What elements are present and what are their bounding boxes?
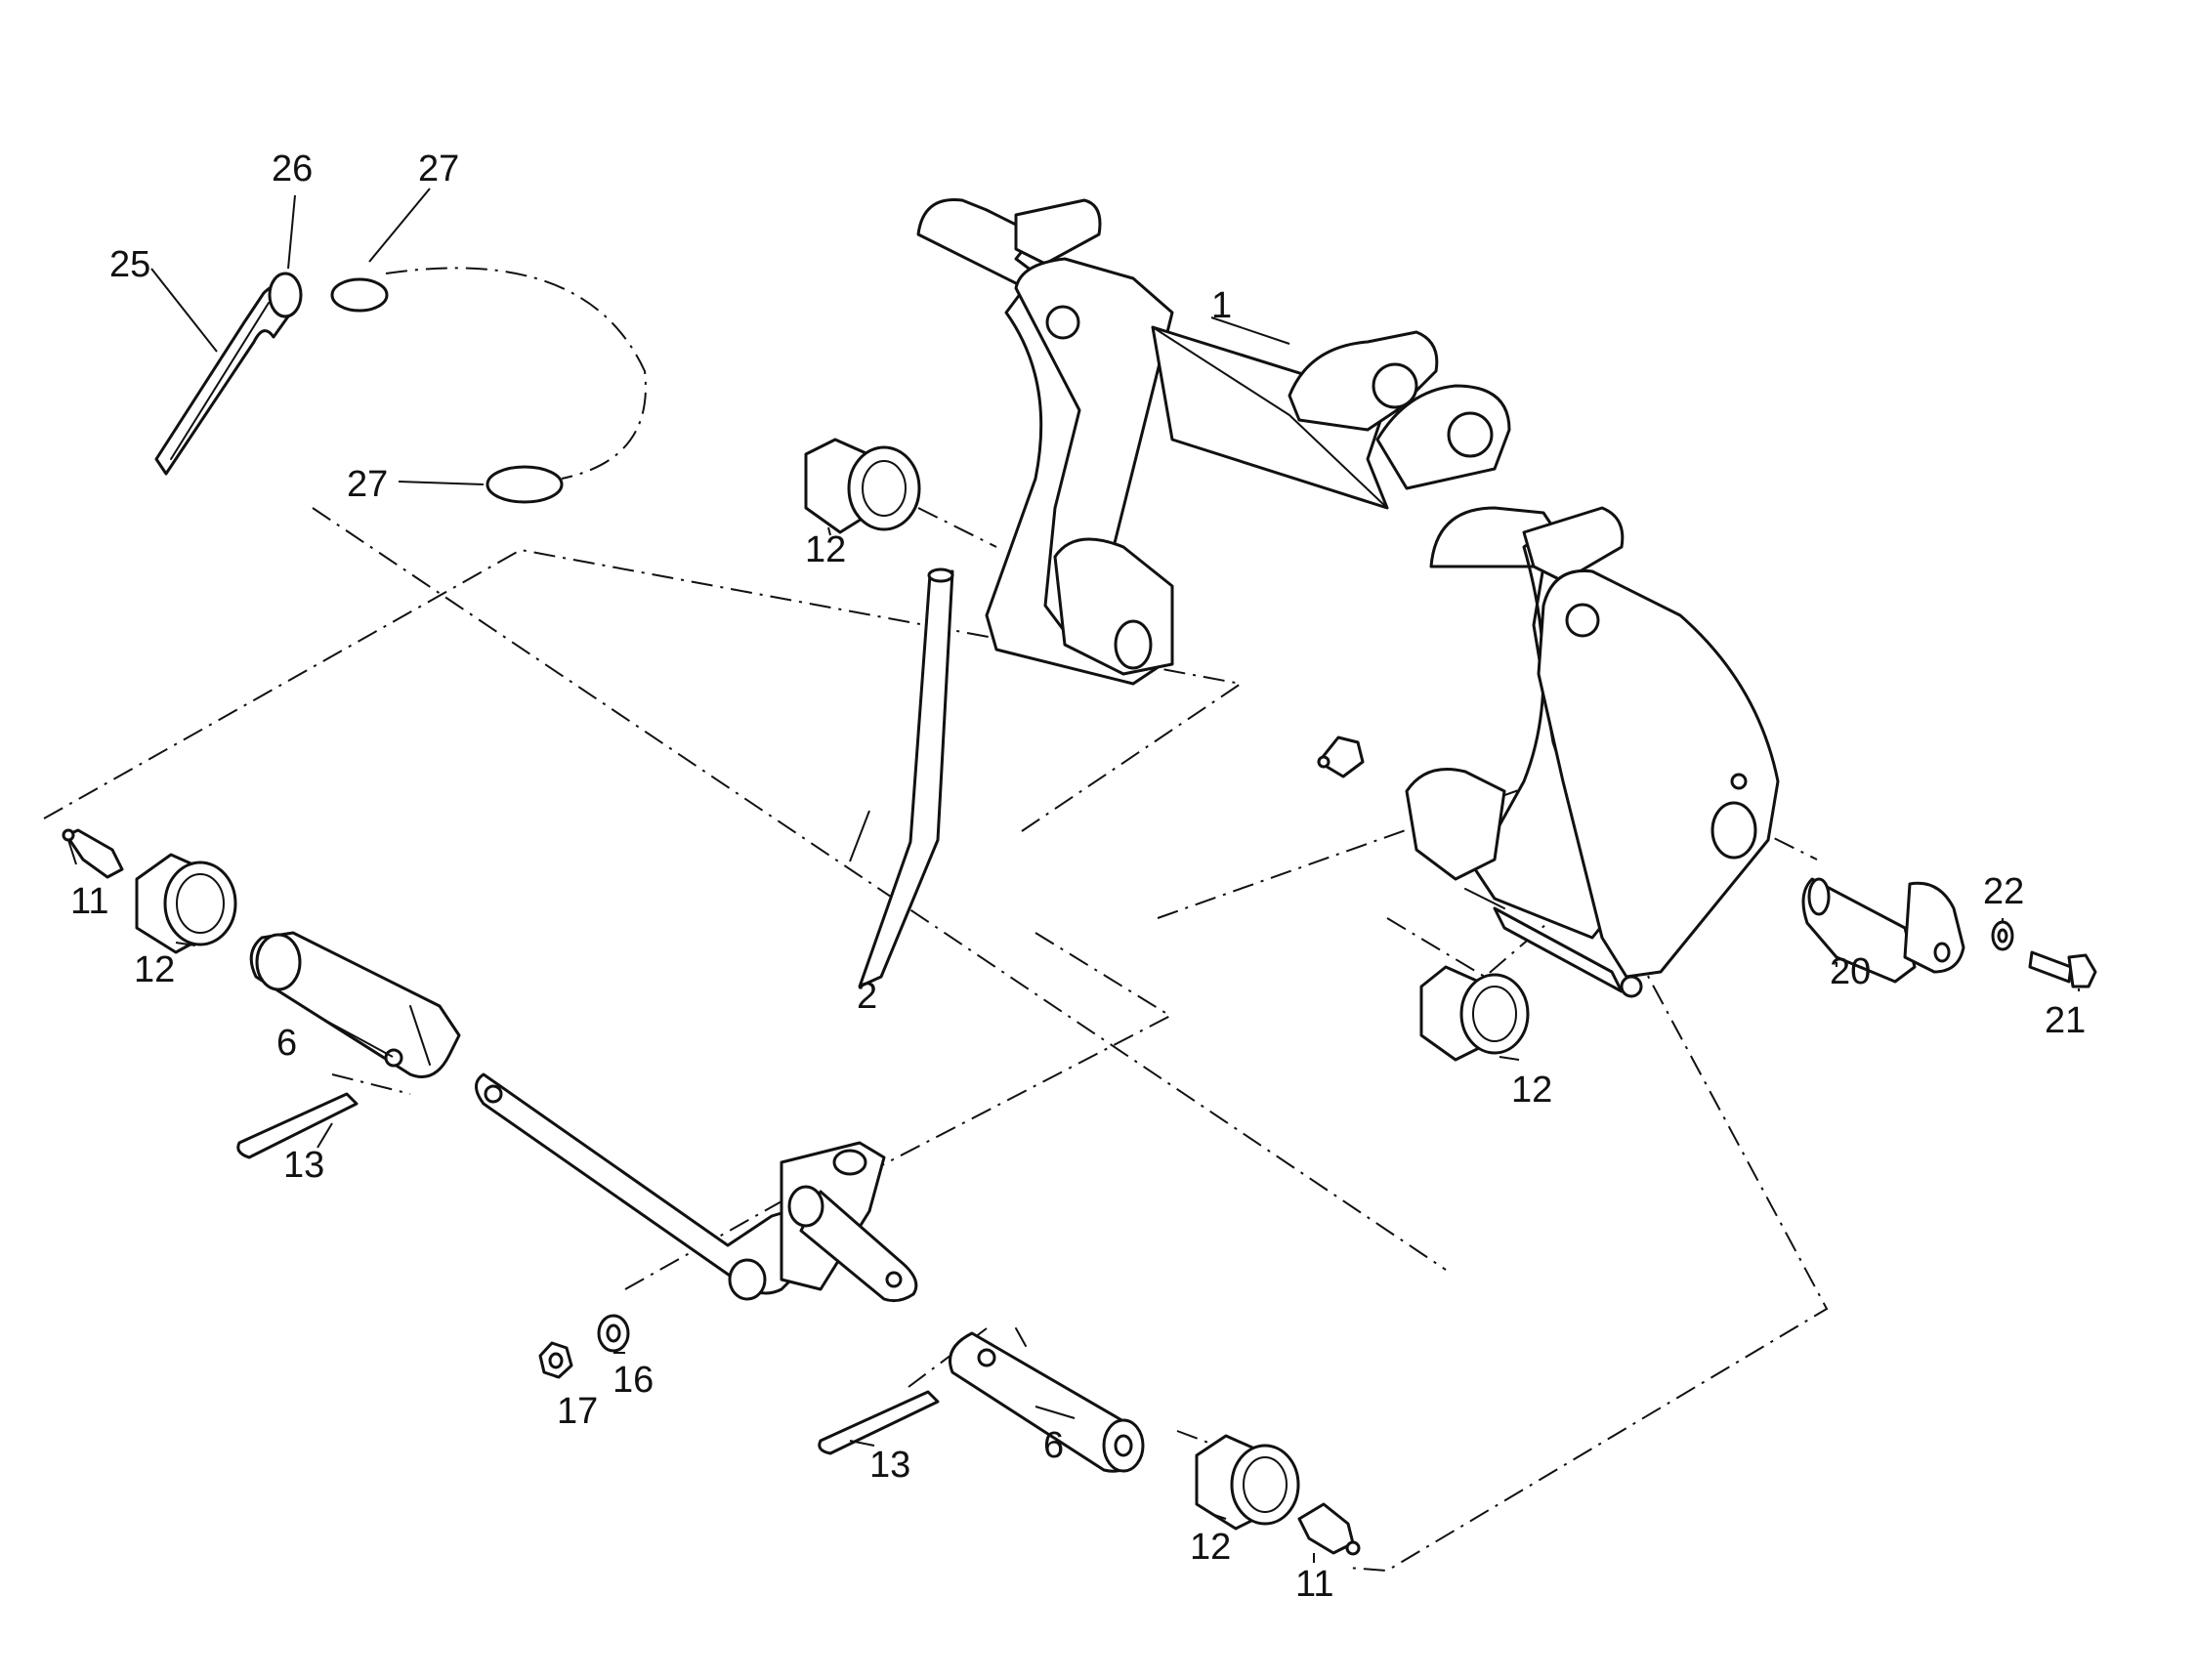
callout-12-right: 12 <box>1511 1070 1552 1111</box>
fasteners-16-17 <box>538 1314 630 1379</box>
lever-pin <box>787 1185 824 1228</box>
grease-nipple-upper <box>1317 735 1365 778</box>
callout-labels: 1 2 6 6 11 11 12 12 12 12 13 13 16 17 20… <box>70 148 2086 1605</box>
ring-26-icon <box>268 272 303 318</box>
callout-11-left: 11 <box>70 881 108 922</box>
bracket-upper-lug-hole <box>1372 362 1418 409</box>
callout-22: 22 <box>1983 871 2024 912</box>
split-pins <box>236 1092 940 1455</box>
lever-bottom-boss <box>728 1258 767 1301</box>
bracket-right-side <box>1405 506 1780 998</box>
callout-21: 21 <box>2045 1000 2086 1041</box>
split-pin-13-bottom <box>818 1390 940 1455</box>
washer-22 <box>1991 920 2014 951</box>
callout-12-top: 12 <box>805 529 846 570</box>
bracket-right-small-hole <box>1730 773 1748 790</box>
bush-12-right <box>1419 965 1530 1062</box>
callout-20: 20 <box>1830 951 1871 992</box>
bracket-right-lower-hole <box>1620 975 1643 998</box>
lever-link-hole <box>885 1271 903 1288</box>
nut-17 <box>538 1341 573 1379</box>
callout-17: 17 <box>557 1391 598 1432</box>
lever <box>475 567 954 1303</box>
split-pin-13-left <box>236 1092 359 1159</box>
bush-12-left <box>135 853 237 954</box>
ring-27-upper-icon <box>330 277 389 313</box>
callout-6-left: 6 <box>276 1023 297 1064</box>
callout-25: 25 <box>109 244 150 285</box>
bracket-boss-bore <box>1114 619 1153 670</box>
callout-12-left: 12 <box>134 949 175 990</box>
grease-nipple-11-bottom <box>1297 1502 1361 1556</box>
bolt-21 <box>2028 950 2097 988</box>
cotter-pin-group <box>154 272 564 504</box>
bracket-tie-rod <box>1493 906 1624 993</box>
callout-26: 26 <box>272 148 313 189</box>
bracket-left-hole <box>1045 305 1080 340</box>
bracket-left-lug <box>1014 198 1102 266</box>
bracket-assembly <box>916 197 1511 686</box>
bush-12-top <box>804 438 921 534</box>
pins <box>249 931 1145 1473</box>
bracket-right-pivot-bore <box>1710 801 1757 860</box>
bushes <box>135 438 1530 1531</box>
lever-link <box>799 1190 918 1303</box>
callout-6-bottom: 6 <box>1043 1425 1064 1466</box>
callout-1: 1 <box>1211 285 1232 326</box>
lever-rod-top <box>927 567 954 583</box>
pin-20 <box>1801 877 1965 984</box>
bracket-right-boss <box>1405 768 1506 881</box>
washer-16 <box>597 1314 630 1353</box>
lever-arm-hole <box>484 1084 503 1104</box>
lever-rod <box>858 569 954 988</box>
callout-13-left: 13 <box>283 1145 324 1186</box>
bracket-right-arm <box>1537 568 1780 979</box>
assembly-axis-lines <box>43 267 1829 1573</box>
fasteners-20-21-22 <box>1801 877 2097 988</box>
callout-16: 16 <box>612 1360 654 1401</box>
callout-12-bottom: 12 <box>1190 1527 1231 1568</box>
bracket-mid-lug <box>1375 384 1511 490</box>
callout-27-top: 27 <box>418 148 459 189</box>
pin-6-left <box>249 931 461 1078</box>
leader-lines <box>67 188 2080 1563</box>
callout-13-bottom: 13 <box>869 1445 910 1486</box>
callout-27-left: 27 <box>347 464 388 505</box>
lever-knuckle <box>832 1149 867 1176</box>
bracket-mid-lug-hole <box>1447 411 1494 458</box>
bracket-right-arm-hole <box>1565 603 1600 638</box>
callout-11-bottom: 11 <box>1295 1564 1333 1605</box>
callout-2: 2 <box>857 976 877 1017</box>
ring-27-lower-icon <box>486 465 564 504</box>
bush-12-bottom <box>1195 1434 1300 1531</box>
lever-arm <box>475 1072 823 1295</box>
pin-6-bottom <box>949 1327 1145 1473</box>
bracket-right-plate <box>1429 506 1614 940</box>
